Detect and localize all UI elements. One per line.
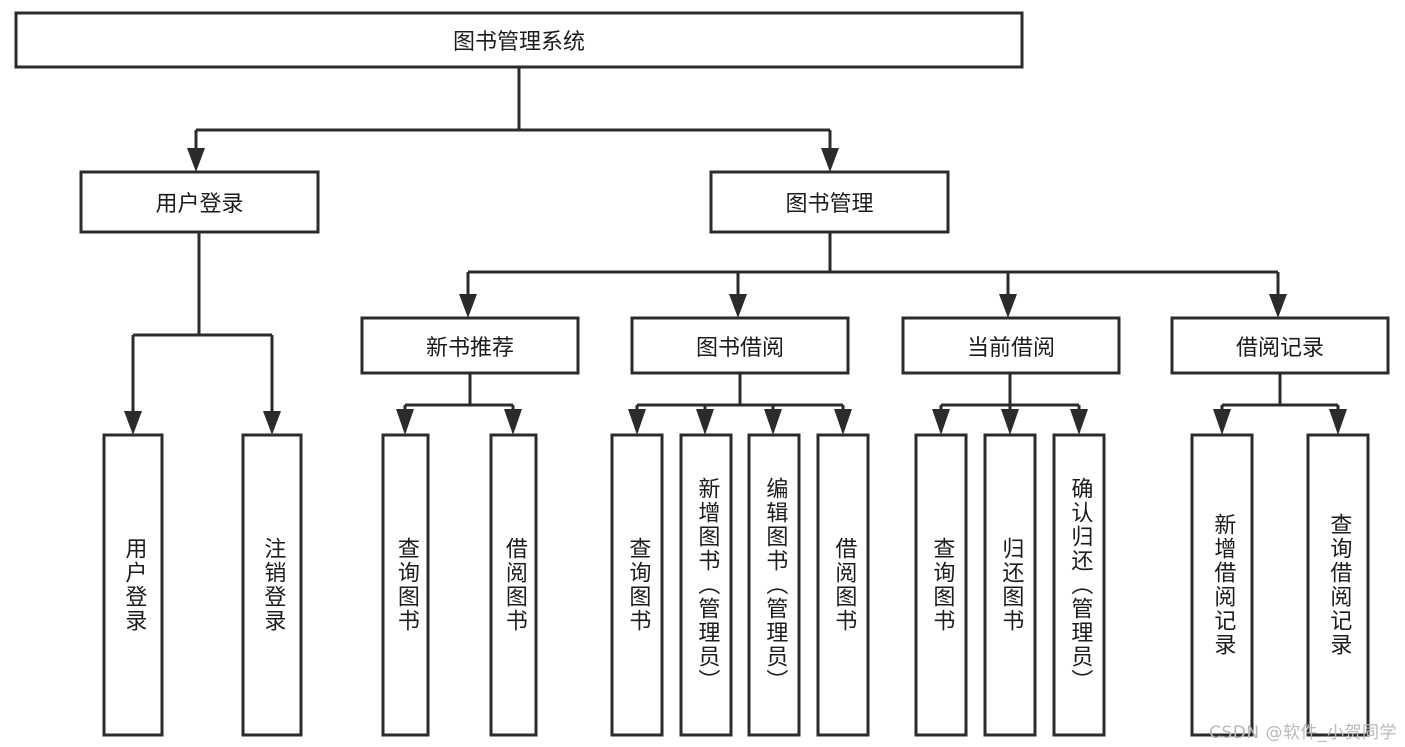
arrow-to-leaf-edit-book [764, 409, 782, 435]
arrow-to-leaf-borrow-book-1 [504, 409, 522, 435]
node-leaf-query-book-3[interactable] [914, 433, 968, 737]
node-leaf-query-record[interactable] [1306, 433, 1370, 737]
node-leaf-edit-book[interactable] [747, 433, 801, 737]
node-leaf-borrow-book-1[interactable] [489, 433, 538, 737]
arrow-to-leaf-query-book-2 [628, 409, 646, 435]
arrow-to-borrow-record [1269, 294, 1287, 318]
node-user-login[interactable] [79, 170, 320, 234]
node-leaf-confirm-return[interactable] [1052, 433, 1106, 737]
node-borrow-record[interactable] [1170, 316, 1390, 375]
arrow-to-leaf-add-book [696, 409, 714, 435]
arrow-to-leaf-add-record [1213, 409, 1231, 435]
node-leaf-borrow-book-2[interactable] [816, 433, 870, 737]
connector-group [124, 67, 1347, 435]
arrow-to-leaf-query-book-1 [396, 409, 414, 435]
node-book-borrow[interactable] [630, 316, 850, 375]
node-box-group [14, 11, 1390, 737]
node-leaf-logout-login[interactable] [241, 433, 303, 737]
node-new-book-recommend[interactable] [360, 316, 580, 375]
node-book-management[interactable] [709, 170, 950, 234]
arrow-to-leaf-return-book [1001, 409, 1019, 435]
node-leaf-user-login[interactable] [102, 433, 164, 737]
arrow-to-book-borrow [729, 294, 747, 318]
node-leaf-add-record[interactable] [1190, 433, 1254, 737]
arrow-to-current-borrow [999, 294, 1017, 318]
arrow-to-leaf-query-record [1329, 409, 1347, 435]
arrow-to-book-management [821, 148, 839, 172]
node-leaf-return-book[interactable] [983, 433, 1037, 737]
arrow-to-new-book-recommend [459, 294, 477, 318]
node-leaf-query-book-2[interactable] [610, 433, 664, 737]
node-root[interactable] [14, 11, 1024, 69]
watermark-text: CSDN @软件_小贺同学 [1209, 723, 1397, 743]
node-leaf-add-book[interactable] [679, 433, 733, 737]
node-current-borrow[interactable] [901, 316, 1121, 375]
arrow-to-leaf-confirm-return [1070, 409, 1088, 435]
arrow-to-leaf-query-book-3 [932, 409, 950, 435]
arrow-to-user-login [187, 148, 205, 172]
arrow-to-leaf-user-login [124, 411, 142, 435]
node-leaf-query-book-1[interactable] [381, 433, 430, 737]
arrow-to-leaf-borrow-book-2 [834, 409, 852, 435]
arrow-to-leaf-logout-login [263, 411, 281, 435]
